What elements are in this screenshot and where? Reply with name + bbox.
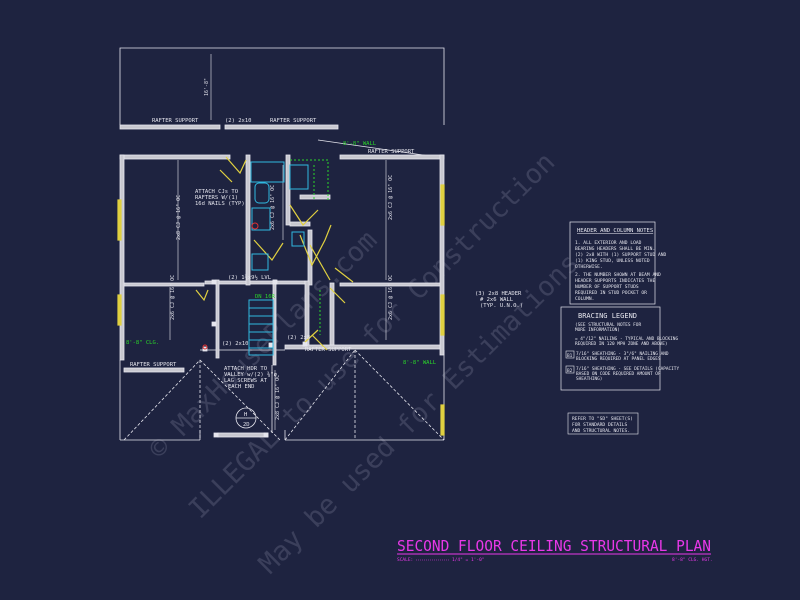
- stair-label: DN 16R: [255, 294, 276, 300]
- header-notes-title: HEADER AND COLUMN NOTES: [577, 228, 653, 234]
- rafter-support-label: RAFTER SUPPORT: [368, 149, 415, 155]
- bracing-legend-subtitle: MORE INFORMATION): [575, 327, 620, 333]
- rafter-support-label: RAFTER SUPPORT: [152, 118, 199, 124]
- bracing-key-b1: B1: [567, 353, 573, 359]
- title-block: SECOND FLOOR CEILING STRUCTURAL PLAN SCA…: [397, 537, 713, 563]
- bath-fixtures: [250, 161, 309, 271]
- wall-height-label: 8'-8" WALL: [403, 360, 437, 366]
- beam-label: (2) 2x10: [225, 118, 252, 124]
- bracing-item-line: = 4"/12" NAILING - TYPICAL AND BLOCKING: [575, 336, 678, 342]
- header-column-notes: HEADER AND COLUMN NOTES 1. ALL EXTERIOR …: [569, 221, 667, 305]
- header-notes-line: (1) KING STUD, UNLESS NOTED: [575, 258, 650, 264]
- attach-cjs-line: RAFTERS W/(1): [195, 195, 238, 201]
- lvl-label: (2) 1¾x9½ LVL: [228, 274, 272, 281]
- attach-cjs-line: 16d NAILS (TYP): [195, 201, 245, 207]
- joist-label: 2x6 CJ @ 16" OC: [270, 185, 276, 230]
- watermark: © MaxHousePlans.com ILLEGAL to use for C…: [143, 147, 585, 580]
- bracing-item-line: REQUIRED IN 120 MPH ZONE AND ABOVE): [575, 341, 668, 347]
- refer-note-line: REFER TO "SD" SHEET(S): [572, 416, 633, 422]
- header-notes-line: COLUMN.: [575, 296, 594, 302]
- bracing-item-line: 7/16" SHEATHING - 3"/6" NAILING AND: [576, 351, 669, 357]
- attach-hdr-line: VALLEY w/(2) ⅜"ø: [224, 371, 278, 378]
- bracing-legend-title: BRACING LEGEND: [578, 312, 637, 320]
- bracing-item-line: SHEATHING): [576, 376, 602, 382]
- refer-note-line: FOR STANDARD DETAILS: [572, 422, 628, 428]
- dimension-lines: [169, 54, 387, 430]
- header-note-line: (3) 2x8 HEADER: [475, 291, 522, 297]
- header-notes-line: NUMBER OF SUPPORT STUDS: [575, 284, 639, 290]
- header-notes-line: HEADER SUPPORTS INDICATES THE: [575, 278, 655, 284]
- joist-label: 2x6 CJ @ 16" OC: [170, 275, 176, 320]
- header-note-line: # 2x6 WALL: [480, 297, 514, 303]
- bracing-key-b2: B2: [567, 368, 573, 374]
- header-notes-line: 1. ALL EXTERIOR AND LOAD: [575, 240, 642, 246]
- scale-value: 1/4" = 1'-0": [452, 557, 485, 563]
- refer-note: REFER TO "SD" SHEET(S) FOR STANDARD DETA…: [567, 412, 639, 435]
- attach-hdr-line: EACH END: [228, 384, 255, 390]
- bracing-legend-subtitle: (SEE STRUCTURAL NOTES FOR: [575, 322, 641, 328]
- bracing-item-line: 7/16" SHEATHING - SEE DETAILS (CAPACITY: [576, 366, 679, 372]
- rafter-support-label: RAFTER SUPPORT: [130, 362, 177, 368]
- hatch-bot-label: 2D: [243, 422, 250, 428]
- joist-label: 2x6 CJ @ 16" OC: [388, 175, 394, 220]
- bracing-legend: BRACING LEGEND (SEE STRUCTURAL NOTES FOR…: [560, 306, 679, 391]
- header-notes-line: (2) 2x8 WITH (1) SUPPORT STUD AND: [575, 252, 667, 258]
- bracing-item-line: BASED ON CODE REQUIRED AMOUNT OF: [576, 371, 661, 377]
- wall-height-label: 8'-8" WALL: [343, 141, 377, 147]
- ceiling-height-note: 8'-8" CLG. HGT.: [672, 557, 713, 563]
- refer-note-line: AND STRUCTURAL NOTES.: [572, 428, 630, 434]
- rafter-support-label: RAFTER SUPPORT: [270, 118, 317, 124]
- joist-label: 2x8 CJ @ 16" OC: [176, 195, 182, 240]
- bracing-item-line: BLOCKING REQUIRED AT PANEL EDGES: [576, 356, 661, 362]
- scale-label: SCALE:: [397, 557, 413, 563]
- rafter-support-label: RAFTER SUPPORT: [305, 347, 352, 353]
- drawing-title: SECOND FLOOR CEILING STRUCTURAL PLAN: [397, 537, 711, 555]
- green-lines: [248, 159, 329, 356]
- joist-label: 2x6 CJ @ 16" OC: [388, 275, 394, 320]
- header-notes-line: REQUIRED IN STUD POCKET OR: [575, 290, 647, 296]
- attach-hdr-line: ATTACH HDR TO: [224, 366, 267, 372]
- header-notes-line: BEARING HEADERS SHALL BE MIN.: [575, 246, 655, 252]
- header-note-line: (TYP. U.N.O.): [480, 303, 523, 309]
- joist-label: 2x8 CJ @ 16" OC: [275, 375, 281, 420]
- red-markers: [202, 222, 259, 350]
- header-notes-line: 2. THE NUMBER SHOWN AT BEAM AND: [575, 272, 661, 278]
- hatch-top-label: H: [244, 412, 247, 418]
- beam-label: (2) 2x10: [222, 341, 249, 347]
- attach-hdr-line: LAG SCREWS AT: [224, 378, 268, 384]
- beam-label: (2) 2x8: [287, 335, 310, 341]
- dimension-label: 16'-8": [204, 78, 210, 96]
- clg-height-label: 8'-8" CLG.: [126, 340, 159, 346]
- header-notes-line: OTHERWISE.: [575, 264, 603, 270]
- attach-cjs-line: ATTACH CJs TO: [195, 189, 238, 195]
- yellow-beams: [117, 156, 445, 436]
